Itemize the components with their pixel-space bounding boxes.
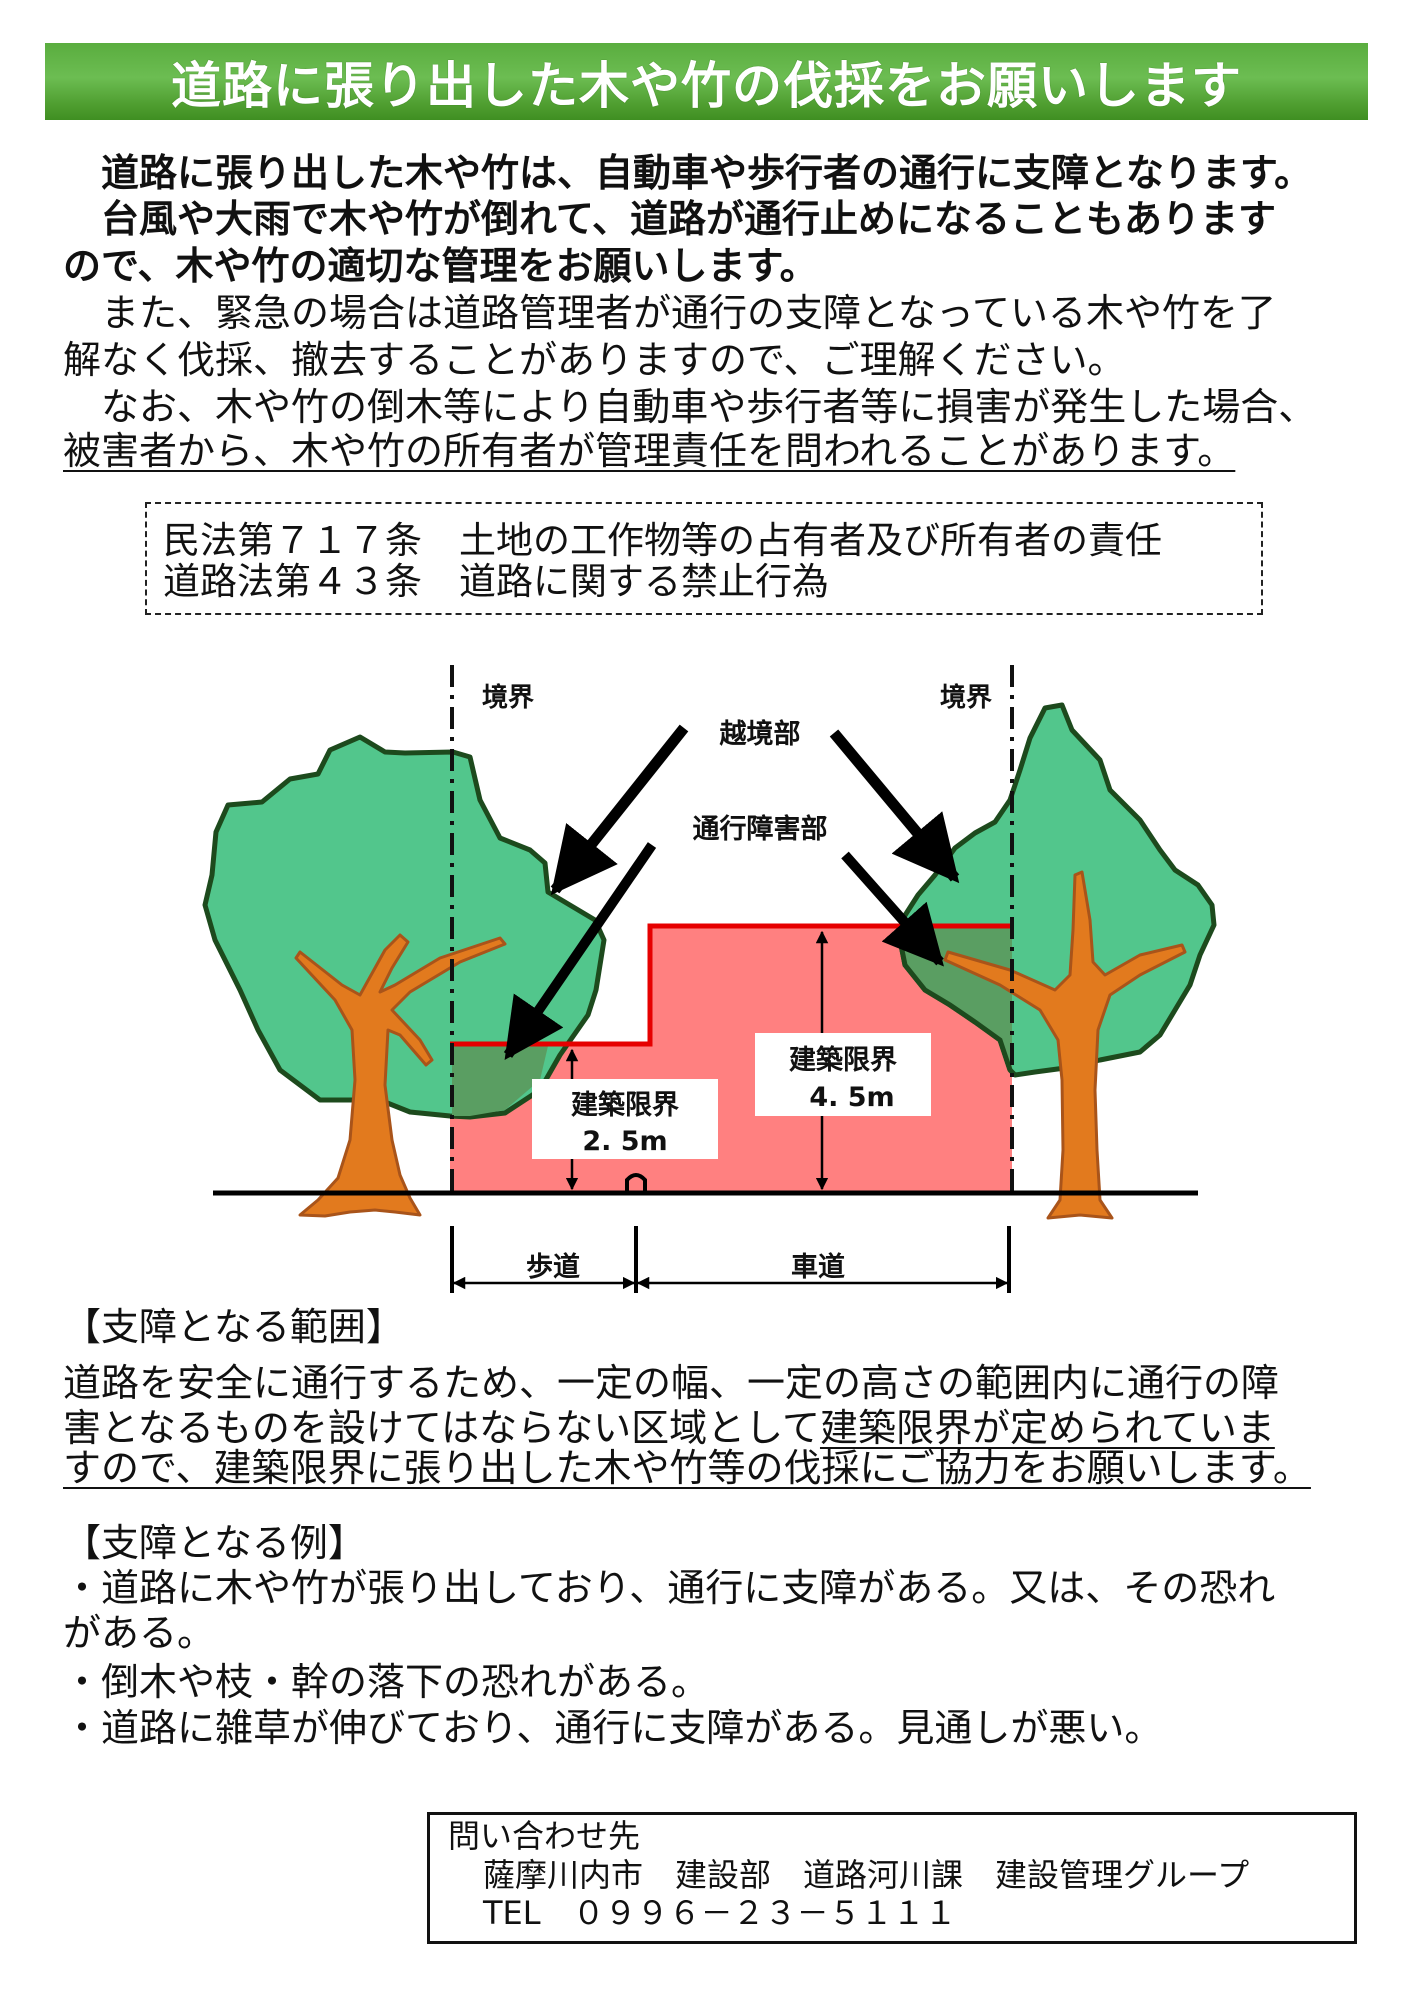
scope-line-1: 道路を安全に通行するため、一定の幅、一定の高さの範囲内に通行の障: [63, 1361, 1280, 1405]
example-item-2: ・倒木や枝・幹の落下の恐れがある。: [63, 1660, 710, 1704]
obstruction-label: 通行障害部: [693, 813, 828, 845]
boundary-label-right: 境界: [940, 682, 992, 713]
obstruction-arrow-right: [841, 851, 944, 967]
roadway-label: 車道: [791, 1251, 845, 1283]
right-tree-trunk: [943, 870, 1187, 1220]
example-item-1-cont: がある。: [63, 1611, 216, 1655]
encroach-arrow-right: [829, 729, 960, 884]
limit-sidewalk-value: 2. 5m: [582, 1126, 667, 1157]
intro-bold-line-1: 道路に張り出した木や竹は、自動車や歩行者の通行に支障となります。: [63, 151, 1313, 195]
limit-sidewalk-title: 建築限界: [571, 1089, 679, 1121]
scope-line-3-underlined: すので、建築限界に張り出した木や竹等の伐採にご協力をお願いします。: [63, 1446, 1311, 1490]
law-road-act: 道路法第４３条 道路に関する禁止行為: [163, 560, 829, 603]
scope-line-2-underlined: 建築限界が定められていま: [819, 1406, 1275, 1450]
examples-heading: 【支障となる例】: [63, 1521, 366, 1565]
contact-tel: TEL ０９９６－２３－５１１１: [483, 1894, 957, 1932]
intro-bold-line-3: ので、木や竹の適切な管理をお願いします。: [63, 244, 818, 288]
sidewalk-label: 歩道: [526, 1251, 580, 1283]
limit-roadway-title: 建築限界: [789, 1044, 897, 1076]
limit-box-roadway: [755, 1033, 931, 1116]
boundary-label-left: 境界: [482, 682, 534, 713]
law-civil-code: 民法第７１７条 土地の工作物等の占有者及び所有者の責任: [163, 519, 1162, 562]
limit-box-sidewalk: [532, 1079, 718, 1159]
limit-roadway-value: 4. 5m: [809, 1082, 894, 1113]
encroach-arrow-left: [550, 724, 689, 896]
intro-line-5: 解なく伐採、撤去することがありますので、ご理解ください。: [63, 338, 1126, 382]
scope-line-2-plain: 害となるものを設けてはならない区域として: [63, 1406, 820, 1450]
intro-line-4: また、緊急の場合は道路管理者が通行の支障となっている木や竹を了: [63, 291, 1276, 335]
intro-line-7-underlined: 被害者から、木や竹の所有者が管理責任を問われることがあります。: [63, 429, 1236, 473]
scope-heading: 【支障となる範囲】: [63, 1305, 404, 1349]
intro-bold-line-2: 台風や大雨で木や竹が倒れて、道路が通行止めになることもあります: [63, 197, 1276, 241]
encroach-label: 越境部: [720, 718, 801, 750]
page-title: 道路に張り出した木や竹の伐採をお願いします: [171, 56, 1242, 115]
left-obstruction-area: [452, 1046, 548, 1116]
contact-heading: 問い合わせ先: [448, 1817, 641, 1855]
title-banner: 道路に張り出した木や竹の伐採をお願いします: [45, 43, 1368, 120]
contact-box: 問い合わせ先 薩摩川内市 建設部 道路河川課 建設管理グループ TEL ０９９６…: [427, 1812, 1357, 1944]
scope-line-2: 害となるものを設けてはならない区域として建築限界が定められていま: [63, 1405, 1275, 1452]
law-reference-box: 民法第７１７条 土地の工作物等の占有者及び所有者の責任 道路法第４３条 道路に関…: [145, 502, 1263, 615]
example-item-1: ・道路に木や竹が張り出しており、通行に支障がある。又は、その恐れ: [63, 1566, 1276, 1610]
intro-line-6: なお、木や竹の倒木等により自動車や歩行者等に損害が発生した場合、: [63, 385, 1317, 429]
example-item-3: ・道路に雑草が伸びており、通行に支障がある。見通しが悪い。: [63, 1706, 1163, 1750]
obstruction-arrow-left: [503, 842, 657, 1060]
contact-department: 薩摩川内市 建設部 道路河川課 建設管理グループ: [483, 1856, 1250, 1894]
